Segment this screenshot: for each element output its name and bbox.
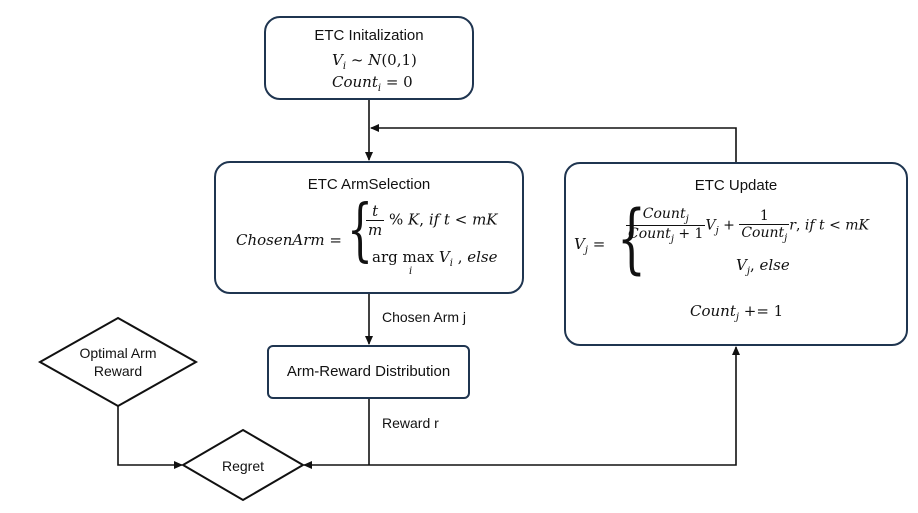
init-formula-count: Counti = 0	[332, 73, 413, 94]
edge-label-chosen-arm: Chosen Arm j	[382, 309, 467, 325]
arm-selection-case2: arg max Vi , else	[372, 248, 498, 269]
optimal-arm-reward-diamond	[37, 316, 199, 408]
arm-selection-title: ETC ArmSelection	[307, 176, 431, 193]
update-title: ETC Update	[694, 177, 778, 194]
optimal-arm-reward-text: Optimal Arm Reward	[58, 344, 178, 380]
arm-selection-brace: {	[347, 191, 373, 270]
regret-diamond	[181, 428, 305, 502]
optimal-line1: Optimal Arm	[79, 345, 157, 361]
init-box: ETC Initalization Vi ~ N(0,1) Counti = 0	[264, 16, 474, 100]
regret-text: Regret	[221, 458, 265, 474]
arm-selection-argmax-sub: i	[409, 266, 413, 277]
reward-dist-box: Arm-Reward Distribution	[267, 345, 470, 399]
edge-optimal-to-regret	[117, 406, 183, 469]
update-case2: Vj, else	[736, 256, 790, 277]
init-title: ETC Initalization	[314, 27, 424, 44]
update-lhs: Vj =	[574, 235, 606, 256]
optimal-line2: Reward	[93, 363, 143, 379]
update-count: Countj += 1	[690, 302, 784, 323]
edge-label-reward: Reward r	[382, 415, 439, 431]
arm-selection-lhs: ChosenArm =	[236, 231, 342, 249]
edge-update-feedback	[370, 124, 737, 162]
reward-dist-title: Arm-Reward Distribution	[286, 363, 451, 380]
update-brace: {	[617, 193, 647, 282]
edge-reward-to-update	[369, 346, 740, 466]
init-formula-v: Vi ~ N(0,1)	[332, 51, 417, 72]
